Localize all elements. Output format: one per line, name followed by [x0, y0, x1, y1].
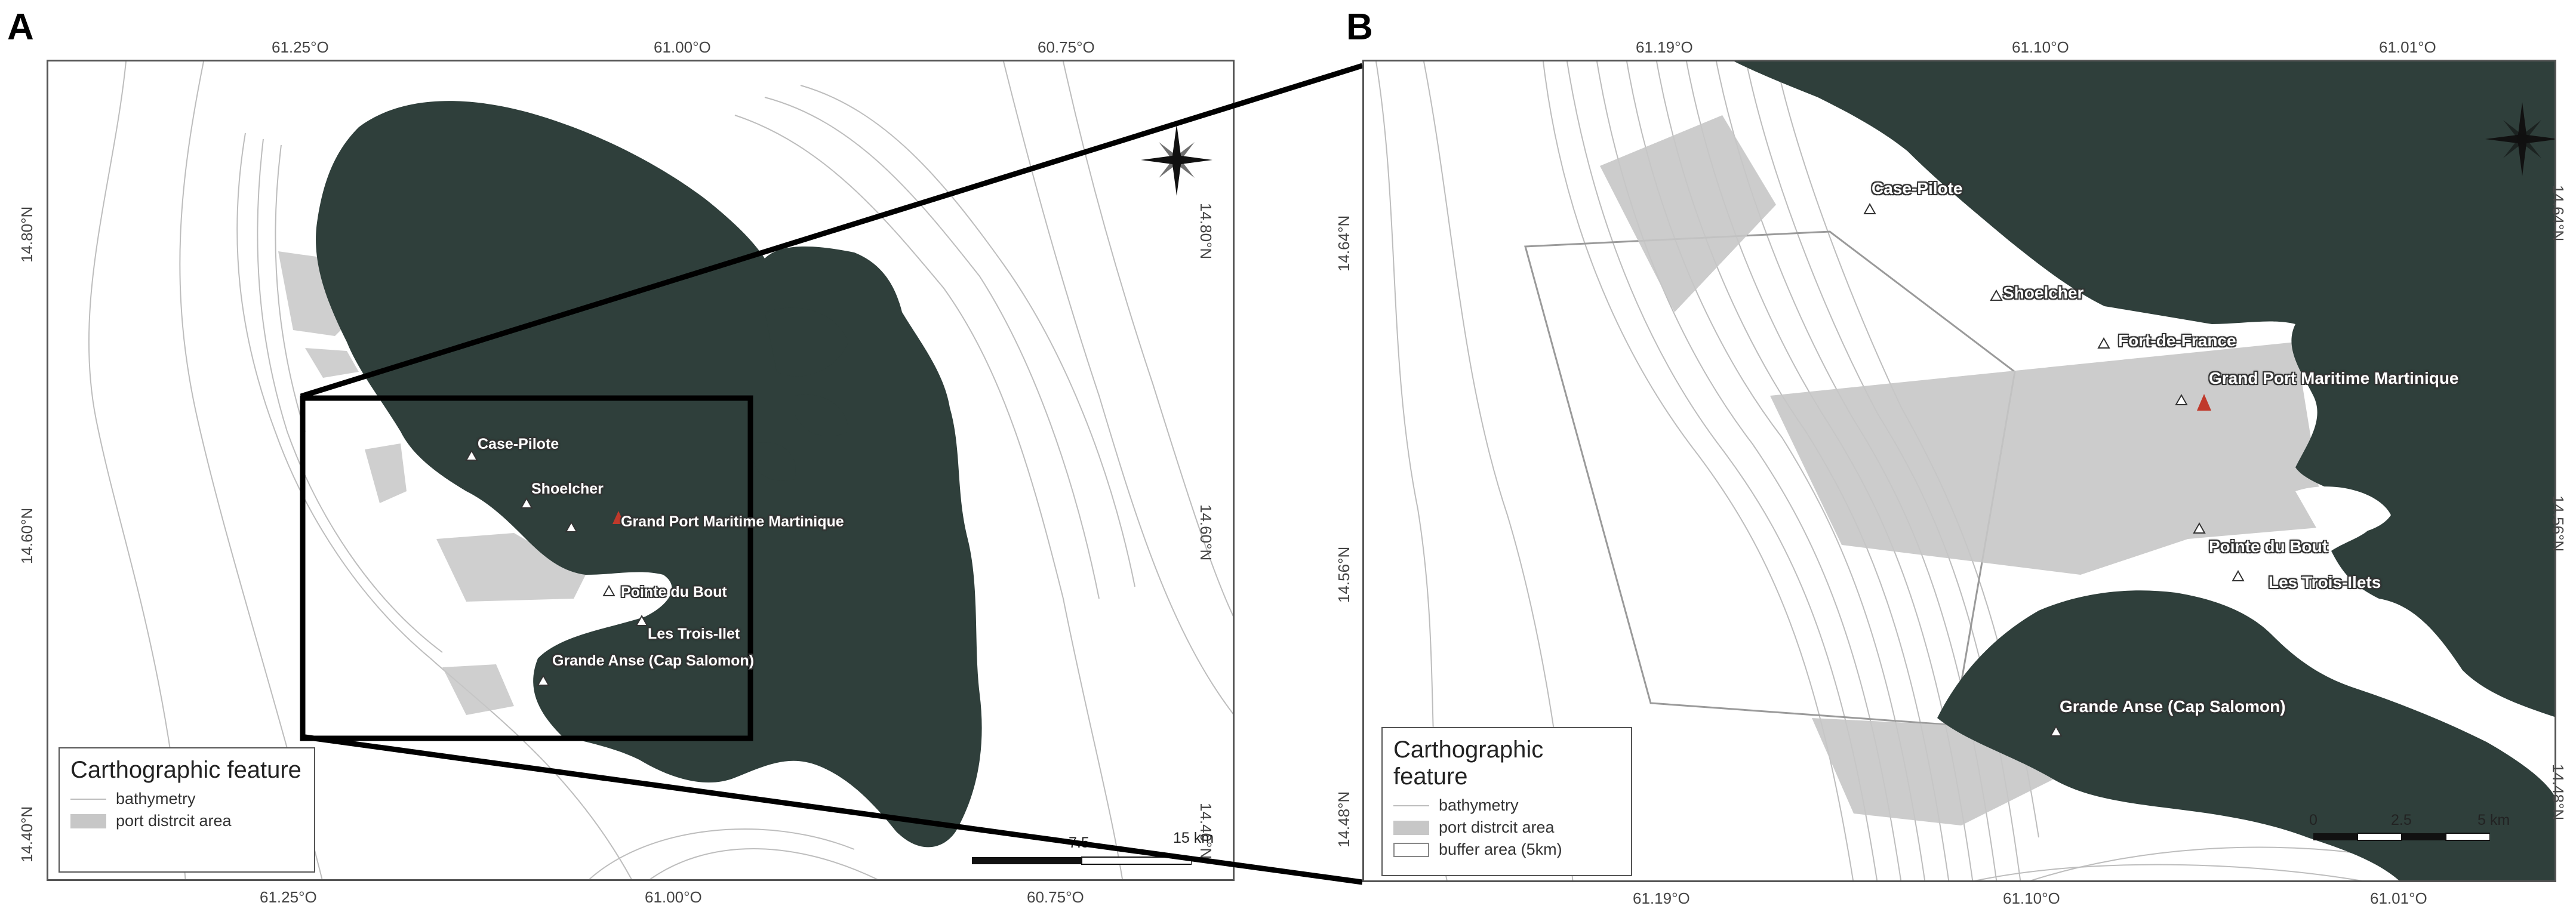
- panel-b-scale-bar: [2313, 831, 2491, 843]
- panel-a-place-case-pilote: Case-Pilote: [478, 436, 559, 452]
- panel-a-map-svg: [88, 61, 1233, 879]
- panel-a-top-tick-1: 61.25°O: [272, 38, 329, 56]
- panel-a-land: [316, 101, 982, 848]
- panel-b-scale-mid: 2.5: [2391, 812, 2412, 828]
- panel-b-port-marker: [2197, 394, 2211, 411]
- bathymetry-swatch: [70, 798, 106, 800]
- panel-a-bottom-tick-2: 61.00°O: [645, 888, 702, 906]
- bathymetry-swatch: [1393, 805, 1429, 806]
- panel-a-bathymetry: [88, 61, 1233, 879]
- panel-b-legend-buffer-label: buffer area (5km): [1439, 840, 1562, 858]
- panel-a-letter: A: [7, 7, 34, 48]
- panel-b-legend: Carthographic feature bathymetry port di…: [1381, 727, 1632, 876]
- panel-a-map[interactable]: [47, 60, 1235, 881]
- panel-a-scale-svg: [972, 856, 1192, 865]
- panel-a-scale-end: 15 km: [1173, 830, 1214, 846]
- panel-a-place-grande-anse: Grande Anse (Cap Salomon): [552, 652, 755, 669]
- panel-a-legend: Carthographic feature bathymetry port di…: [59, 747, 315, 873]
- panel-b-place-grande-anse: Grande Anse (Cap Salomon): [2060, 697, 2286, 716]
- panel-a-place-grand-port: Grand Port Maritime Martinique: [621, 513, 844, 530]
- port-area-swatch: [70, 814, 106, 828]
- panel-a-legend-bathymetry-label: bathymetry: [116, 790, 196, 808]
- panel-b-legend-row-bathymetry: bathymetry: [1393, 796, 1620, 815]
- panel-b-land-south: [1937, 590, 2555, 880]
- panel-a-port-areas: [278, 251, 586, 715]
- panel-b-bottom-tick-2: 61.10°O: [2003, 889, 2060, 907]
- panel-a-legend-row-bathymetry: bathymetry: [70, 790, 303, 808]
- panel-b-legend-bathymetry-label: bathymetry: [1439, 796, 1519, 814]
- panel-a-legend-row-port: port distrcit area: [70, 812, 303, 830]
- north-arrow-icon: [2485, 102, 2555, 176]
- panel-a-port-marker: [613, 511, 624, 524]
- panel-b-left-tick-1: 14.64°N: [1335, 215, 1353, 272]
- panel-b-right-tick-2: 14.56°N: [2549, 495, 2567, 552]
- panel-a-bottom-tick-3: 60.75°O: [1027, 888, 1084, 906]
- panel-b-top-tick-2: 61.10°O: [2012, 38, 2069, 56]
- panel-a-place-pointe-du-bout: Pointe du Bout: [621, 584, 727, 600]
- north-arrow-icon: [1141, 124, 1212, 196]
- panel-b-place-trois-ilets: Les Trois-Ilets: [2269, 573, 2381, 591]
- panel-a-bottom-tick-1: 61.25°O: [260, 888, 317, 906]
- panel-b-right-tick-1: 14.64°N: [2549, 185, 2567, 242]
- panel-b-bottom-tick-1: 61.19°O: [1633, 889, 1690, 907]
- panel-b-legend-port-label: port distrcit area: [1439, 818, 1555, 836]
- panel-a-place-markers: [465, 449, 648, 686]
- panel-b-legend-row-buffer: buffer area (5km): [1393, 840, 1620, 859]
- buffer-area-swatch: [1393, 842, 1429, 857]
- panel-b-bottom-tick-3: 61.01°O: [2370, 889, 2427, 907]
- port-area-swatch: [1393, 820, 1429, 835]
- panel-a-legend-port-label: port distrcit area: [116, 812, 232, 830]
- panel-a-top-tick-2: 61.00°O: [654, 38, 711, 56]
- panel-b-scale-svg: [2313, 833, 2491, 841]
- panel-b-scale-start: 0: [2309, 812, 2318, 828]
- panel-a-top-tick-3: 60.75°O: [1038, 38, 1095, 56]
- panel-b-place-pointe-du-bout: Pointe du Bout: [2209, 537, 2328, 556]
- panel-b-top-tick-3: 61.01°O: [2379, 38, 2436, 56]
- panel-b-left-tick-2: 14.56°N: [1335, 546, 1353, 603]
- panel-a-zoom-box: [300, 395, 753, 741]
- panel-a-place-shoelcher: Shoelcher: [531, 480, 604, 497]
- panel-b-place-case-pilote: Case-Pilote: [1872, 179, 1963, 198]
- panel-b-place-markers: [1863, 202, 2245, 737]
- panel-b-place-shoelcher: Shoelcher: [2003, 284, 2084, 302]
- panel-b-land-north: [1734, 61, 2555, 717]
- panel-a-place-trois-ilet: Les Trois-Ilet: [648, 626, 740, 642]
- panel-b-bay-shoreline: [2295, 486, 2391, 535]
- panel-b-letter: B: [1346, 7, 1373, 48]
- panel-b-port-areas: [1600, 115, 2325, 825]
- panel-b-place-fort-de-france: Fort-de-France: [2118, 331, 2236, 350]
- panel-b-legend-row-port: port distrcit area: [1393, 818, 1620, 837]
- panel-a-legend-title: Carthographic feature: [70, 757, 301, 783]
- panel-b-right-tick-3: 14.48°N: [2549, 764, 2567, 821]
- panel-b-map[interactable]: [1362, 60, 2556, 882]
- panel-b-left-tick-3: 14.48°N: [1335, 791, 1353, 848]
- panel-b-legend-title: Carthographic feature: [1393, 737, 1544, 790]
- panel-a-islets: [753, 307, 848, 481]
- panel-b-scale-end: 5 km: [2477, 812, 2510, 828]
- panel-b-place-grand-port: Grand Port Maritime Martinique: [2209, 369, 2459, 387]
- panel-a-scale-bar: [972, 855, 1192, 867]
- panel-b-top-tick-1: 61.19°O: [1636, 38, 1693, 56]
